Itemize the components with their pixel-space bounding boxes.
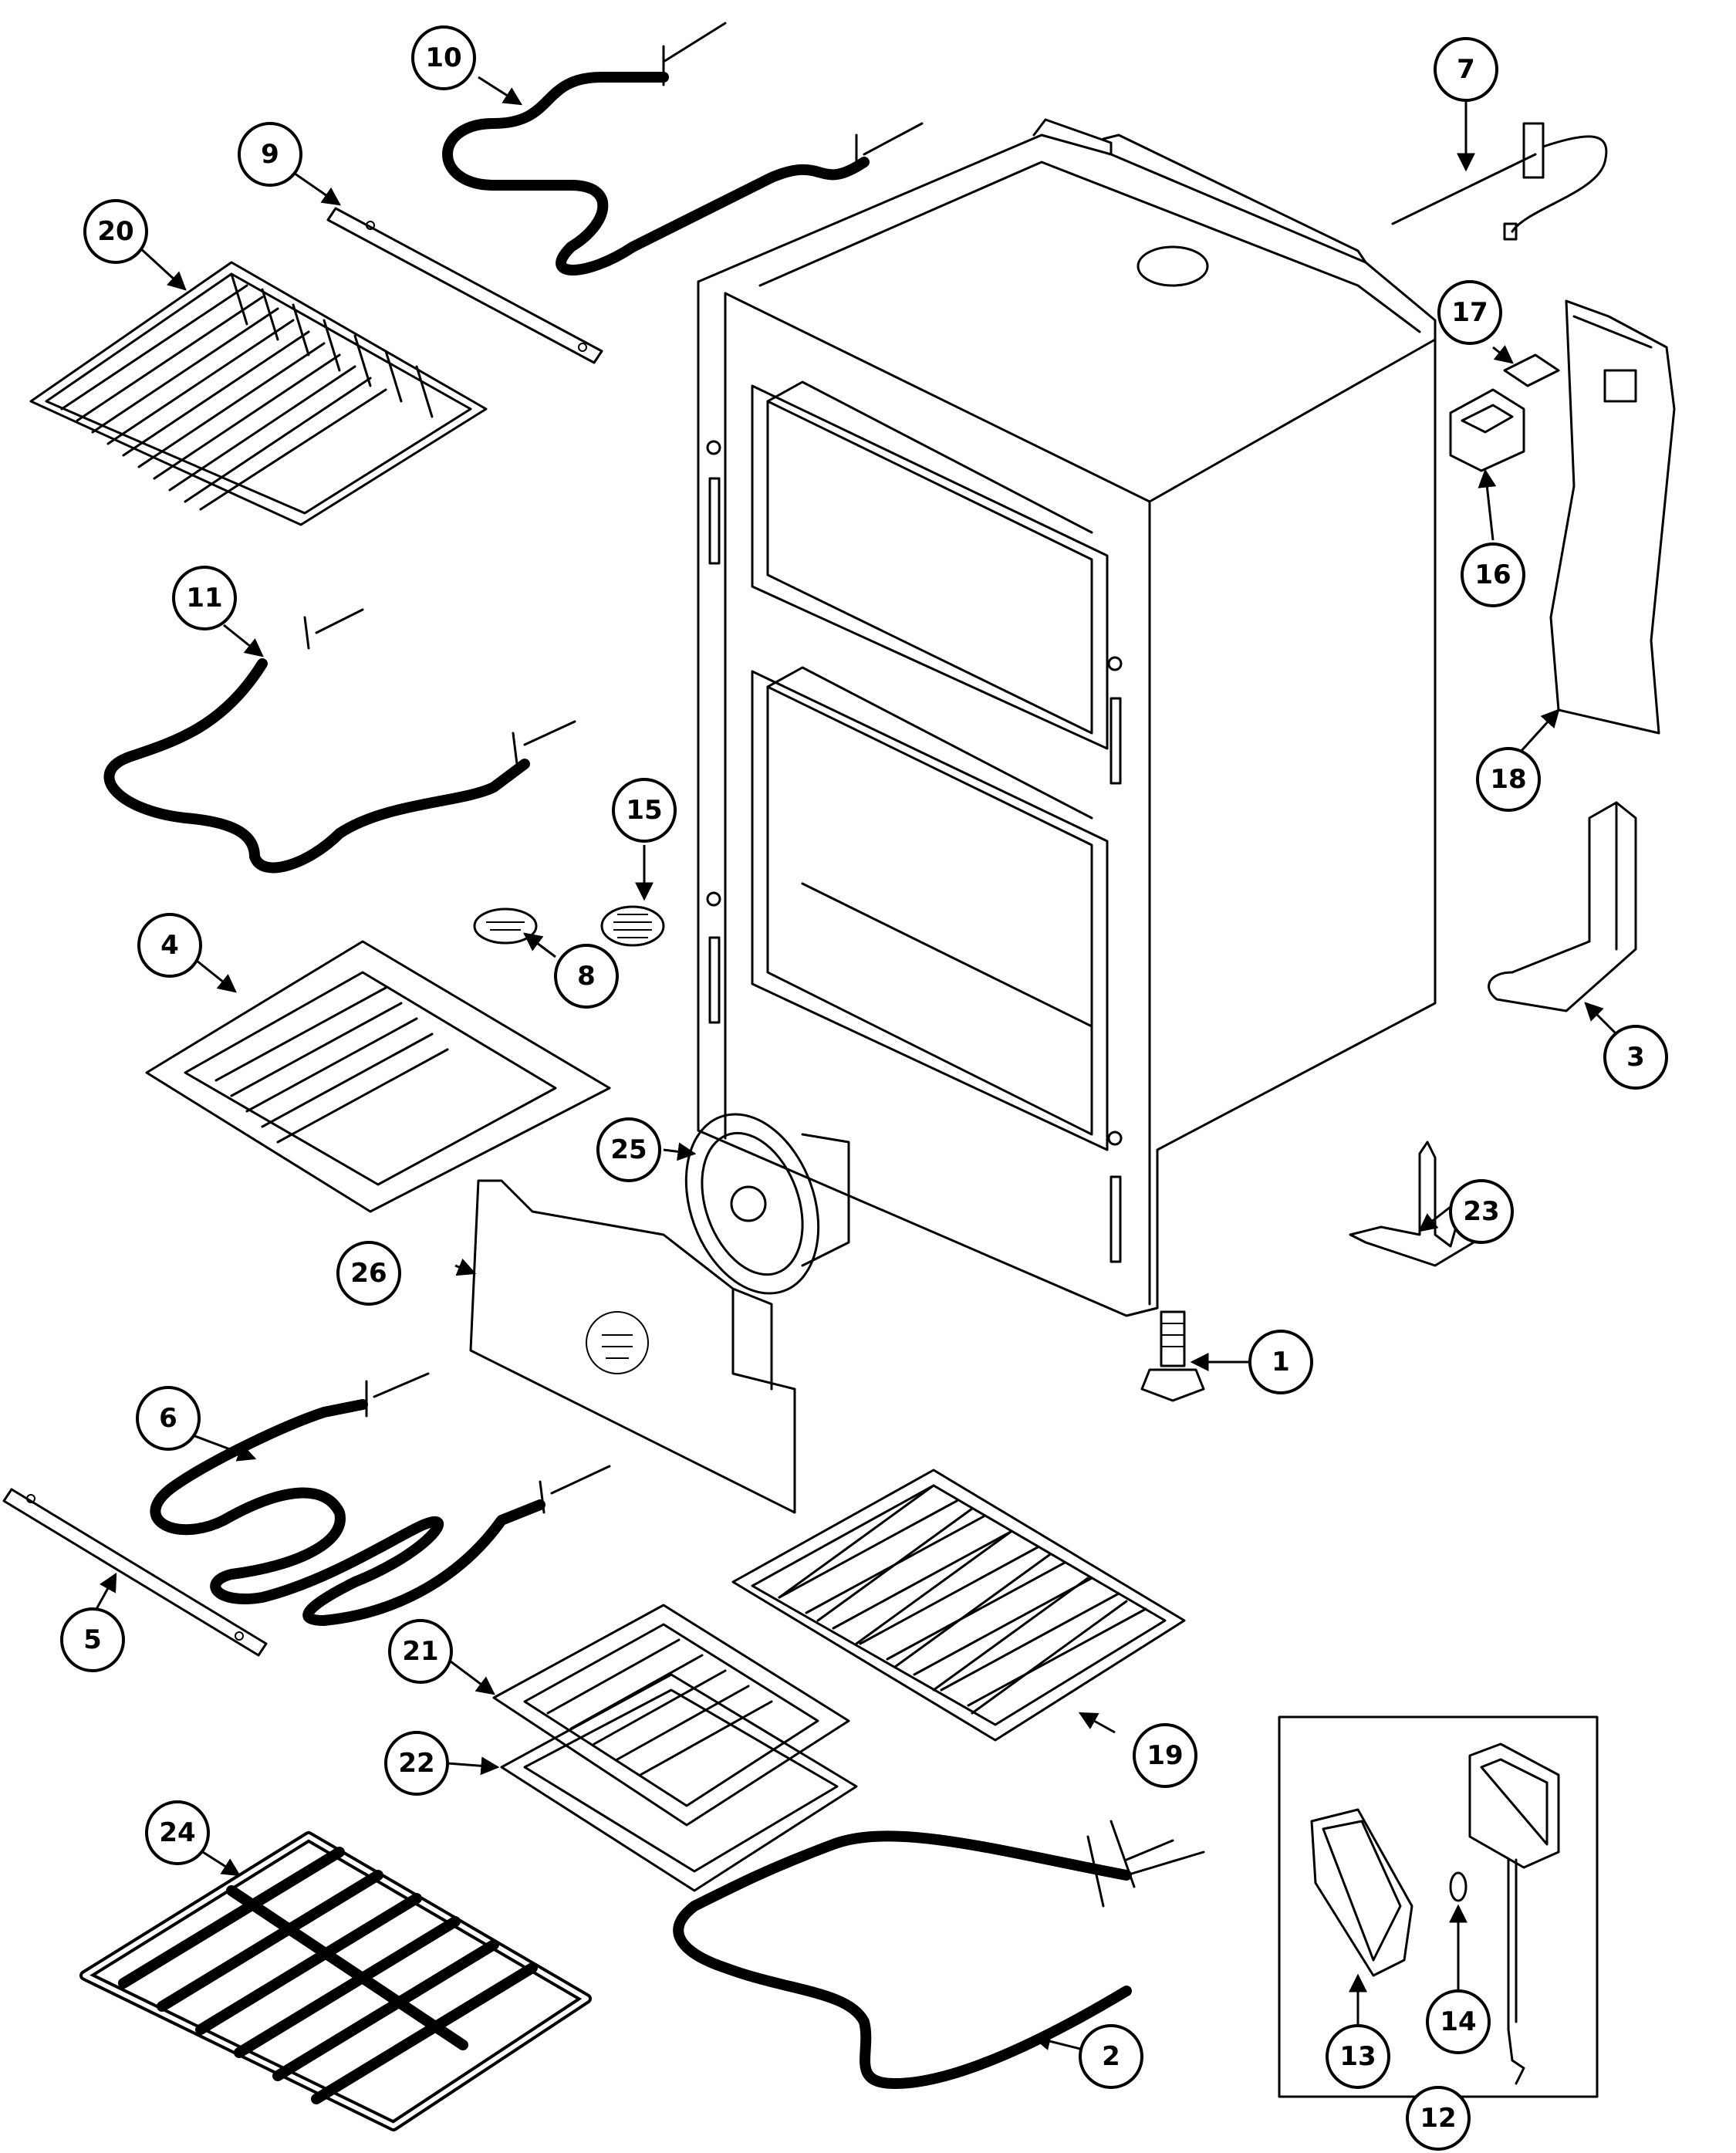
callout-label: 24 bbox=[159, 1817, 195, 1848]
callout-label: 2 bbox=[1102, 2041, 1120, 2072]
callout-6: 6 bbox=[136, 1386, 201, 1451]
light-lens-15 bbox=[600, 905, 665, 947]
callout-2: 2 bbox=[1079, 2024, 1143, 2089]
callout-label: 25 bbox=[610, 1134, 647, 1165]
oven-cavity bbox=[697, 118, 1437, 1317]
callout-20: 20 bbox=[83, 199, 148, 264]
fan-cover-26 bbox=[469, 1179, 796, 1514]
callout-label: 8 bbox=[577, 961, 596, 992]
bracket-strip-9 bbox=[326, 207, 603, 364]
callout-label: 20 bbox=[97, 216, 133, 247]
callout-label: 19 bbox=[1147, 1740, 1183, 1771]
callout-1: 1 bbox=[1248, 1330, 1313, 1394]
callout-label: 10 bbox=[425, 42, 461, 73]
grid-24 bbox=[79, 1831, 592, 2131]
callout-15: 15 bbox=[612, 778, 677, 843]
callout-label: 7 bbox=[1457, 54, 1475, 85]
callout-13: 13 bbox=[1326, 2024, 1390, 2089]
callout-11: 11 bbox=[172, 566, 237, 630]
light-socket-8 bbox=[473, 908, 538, 945]
callout-label: 23 bbox=[1463, 1196, 1499, 1227]
callout-label: 13 bbox=[1339, 2041, 1376, 2072]
callout-label: 16 bbox=[1474, 559, 1511, 590]
callout-label: 3 bbox=[1626, 1042, 1645, 1073]
bake-element-2 bbox=[673, 1820, 1205, 2089]
callout-label: 14 bbox=[1440, 2006, 1476, 2037]
callout-9: 9 bbox=[238, 122, 302, 187]
bake-element-upper bbox=[442, 22, 924, 275]
callout-label: 4 bbox=[160, 930, 179, 961]
callout-19: 19 bbox=[1133, 1723, 1197, 1788]
callout-label: 22 bbox=[398, 1748, 434, 1779]
callout-label: 21 bbox=[402, 1636, 438, 1667]
callout-12: 12 bbox=[1406, 2086, 1471, 2151]
callout-label: 12 bbox=[1420, 2103, 1456, 2134]
callout-16: 16 bbox=[1461, 542, 1525, 607]
broil-pan-22 bbox=[500, 1673, 858, 1892]
callout-26: 26 bbox=[336, 1241, 401, 1306]
callout-22: 22 bbox=[384, 1731, 449, 1796]
callout-18: 18 bbox=[1476, 747, 1541, 812]
callout-label: 18 bbox=[1490, 764, 1526, 795]
convection-fan-25 bbox=[684, 1113, 850, 1295]
callout-8: 8 bbox=[554, 944, 619, 1009]
light-housing-16 bbox=[1449, 388, 1525, 472]
leader-lines bbox=[95, 76, 1618, 2050]
temperature-sensor-7 bbox=[1391, 122, 1608, 241]
vent-duct-18 bbox=[1549, 299, 1676, 735]
callout-4: 4 bbox=[137, 913, 202, 978]
callout-10: 10 bbox=[411, 25, 476, 90]
side-bracket-3 bbox=[1488, 801, 1637, 1012]
callout-17: 17 bbox=[1437, 280, 1502, 345]
oven-bottom-panel-4 bbox=[145, 940, 611, 1213]
callout-3: 3 bbox=[1603, 1025, 1668, 1090]
callout-23: 23 bbox=[1449, 1179, 1514, 1244]
callout-label: 15 bbox=[626, 795, 662, 826]
oven-rack-19 bbox=[731, 1469, 1186, 1742]
broil-pan-insert-21 bbox=[492, 1604, 850, 1827]
callout-5: 5 bbox=[60, 1607, 125, 1672]
bake-element-11 bbox=[103, 608, 576, 874]
callout-label: 17 bbox=[1451, 297, 1488, 328]
callout-label: 5 bbox=[83, 1624, 102, 1655]
callout-label: 6 bbox=[159, 1403, 177, 1434]
light-lens-17 bbox=[1503, 353, 1560, 387]
callout-label: 11 bbox=[186, 583, 222, 613]
broil-pan-grid-20 bbox=[29, 261, 488, 526]
callout-label: 9 bbox=[261, 139, 279, 170]
broil-element-6 bbox=[150, 1372, 611, 1626]
callout-label: 26 bbox=[350, 1258, 387, 1289]
callout-24: 24 bbox=[145, 1800, 210, 1865]
callout-25: 25 bbox=[596, 1117, 661, 1182]
callout-14: 14 bbox=[1426, 1989, 1491, 2054]
leveling-leg-1 bbox=[1140, 1310, 1205, 1402]
callout-21: 21 bbox=[388, 1619, 453, 1684]
bracket-strip-5 bbox=[2, 1488, 268, 1657]
callout-label: 1 bbox=[1272, 1347, 1290, 1377]
callout-7: 7 bbox=[1434, 37, 1498, 102]
